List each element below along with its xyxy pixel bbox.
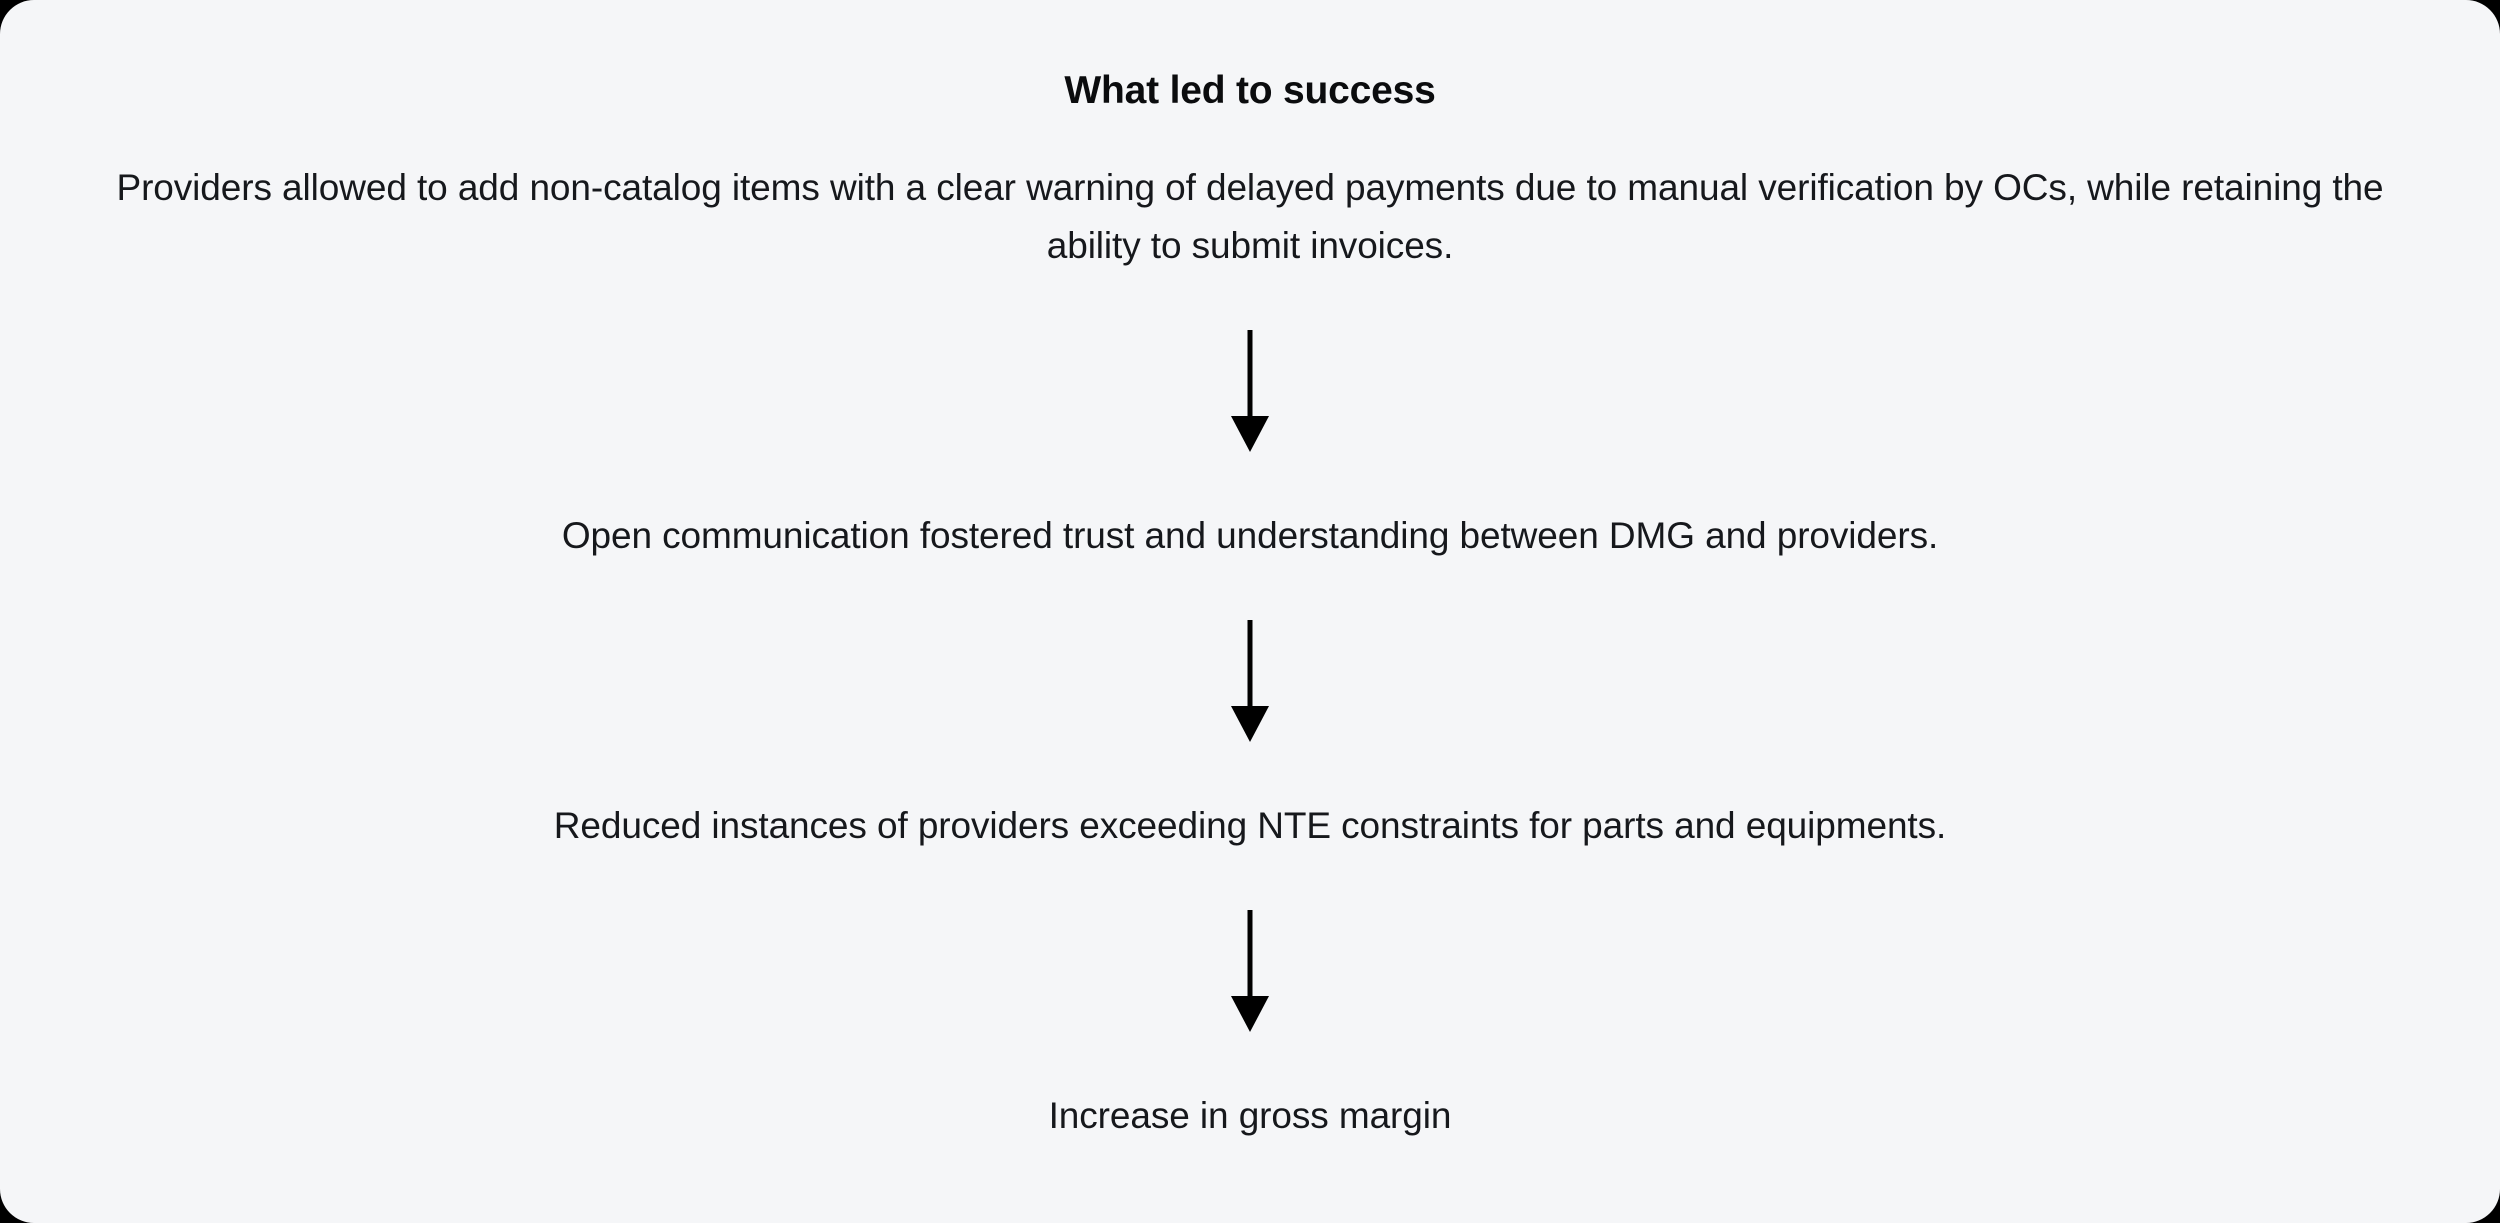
flow-step-1: Providers allowed to add non-catalog ite… — [116, 166, 2384, 266]
arrow-down-icon — [1231, 619, 1269, 742]
flow-step-3: Reduced instances of providers exceeding… — [553, 804, 1947, 846]
page-title: What led to success — [1064, 69, 1436, 112]
arrow-down-icon — [1231, 329, 1269, 452]
connector-3 — [1228, 909, 1272, 1032]
arrow-down-icon — [1231, 909, 1269, 1032]
connector-2 — [1228, 619, 1272, 742]
flow-step-4: Increase in gross margin — [1048, 1094, 1452, 1136]
flow-step-2: Open communication fostered trust and un… — [561, 514, 1939, 556]
connector-1 — [1228, 329, 1272, 452]
